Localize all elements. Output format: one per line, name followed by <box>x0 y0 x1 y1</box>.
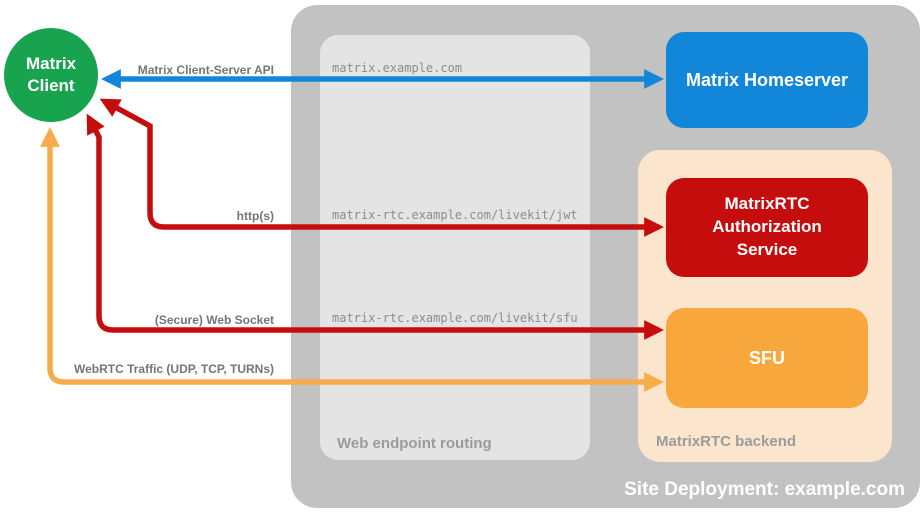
matrixrtc-backend-label: MatrixRTC backend <box>656 433 797 450</box>
web-endpoint-routing-label: Web endpoint routing <box>337 435 492 452</box>
route-matrix-homeserver-url: matrix.example.com <box>332 61 463 75</box>
node-matrix-client-label: Matrix Client <box>25 53 77 95</box>
edge-label-https: http(s) <box>236 209 274 223</box>
edge-label-client-server-api: Matrix Client-Server API <box>137 63 274 77</box>
edge-label-webrtc-traffic: WebRTC Traffic (UDP, TCP, TURNs) <box>73 362 274 376</box>
node-matrix-homeserver-label: Matrix Homeserver <box>685 69 849 90</box>
node-sfu-label: SFU <box>749 347 785 368</box>
node-auth-service-label: MatrixRTC Authorization Service <box>712 194 822 259</box>
site-deployment-label: Site Deployment: example.com <box>624 479 905 500</box>
edge-label-websocket: (Secure) Web Socket <box>154 313 274 327</box>
route-livekit-jwt-url: matrix-rtc.example.com/livekit/jwt <box>332 208 578 222</box>
node-matrixrtc-authorization-service: MatrixRTC Authorization Service <box>666 178 868 277</box>
node-matrix-homeserver: Matrix Homeserver <box>666 32 868 128</box>
route-livekit-sfu-url: matrix-rtc.example.com/livekit/sfu <box>332 311 578 325</box>
node-matrix-client: Matrix Client <box>4 28 98 122</box>
web-endpoint-routing-container <box>320 35 590 460</box>
node-sfu: SFU <box>666 308 868 408</box>
